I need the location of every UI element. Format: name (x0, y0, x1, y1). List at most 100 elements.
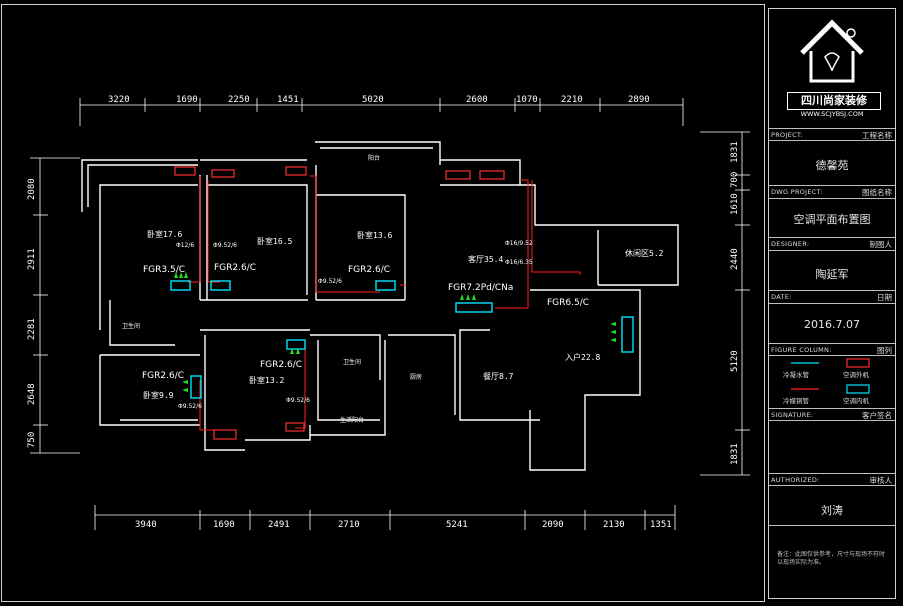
room-bedroom-1: 卧室17.6 (147, 229, 182, 239)
dim-left-4: 2648 (27, 383, 37, 405)
pipe-size-label: Φ16/6.35 (505, 259, 533, 266)
designer-header-cn: 制图人 (869, 240, 893, 249)
dim-bottom-6: 2090 (542, 520, 564, 530)
dim-top-3: 2250 (228, 95, 250, 105)
divider (769, 485, 895, 486)
divider (769, 525, 895, 526)
drawing-date: 2016.7.07 (804, 318, 860, 331)
designer-name: 陶延军 (815, 268, 849, 281)
outdoor-unit (285, 166, 307, 176)
dim-top-8: 2210 (561, 95, 583, 105)
indoor-units (170, 280, 634, 399)
authorized-name: 刘涛 (821, 504, 843, 517)
indoor-unit-fgr26b (375, 280, 396, 291)
signature-header-cn: 客户签名 (862, 411, 892, 420)
pipe-size-label: Φ9.52/6 (178, 403, 202, 410)
dim-top-7: 1070 (516, 95, 538, 105)
logo-text: 四川尚家装修 (787, 92, 881, 110)
indoor-unit-fgr65 (621, 316, 634, 353)
indoor-unit-icon (846, 384, 870, 394)
logo-url: WWW.SCJYBSJ.COM (800, 110, 864, 118)
divider (769, 420, 895, 421)
date-header: DATE: (771, 293, 792, 301)
dim-bottom-7: 2130 (603, 520, 625, 530)
dim-bottom-5: 5241 (446, 520, 468, 530)
dwg-header-cn: 图纸名称 (862, 188, 892, 197)
dim-top-4: 1451 (277, 95, 299, 105)
room-kitchen: 厨房 (410, 373, 422, 381)
divider (769, 408, 895, 409)
outdoor-unit-icon (846, 358, 870, 368)
outdoor-unit (479, 170, 505, 180)
divider (769, 343, 895, 344)
bottom-dimension-chain (94, 505, 676, 530)
dim-left-1: 2080 (27, 178, 37, 200)
legend-indoor: 空调内机 (843, 397, 869, 405)
divider (769, 355, 895, 356)
dim-bottom-8: 1351 (650, 520, 672, 530)
indoor-unit-fgr26c (286, 339, 306, 350)
room-bedroom-4: 卧室13.2 (249, 375, 284, 385)
legend-condensate: 冷凝水管 (783, 371, 809, 379)
dim-top-5: 5020 (362, 95, 384, 105)
dim-right-1: 1831 (730, 141, 740, 163)
label-fgr26c: FGR2.6/C (260, 360, 302, 370)
outdoor-unit (211, 169, 235, 178)
pipe-size-label: Φ9.52/6 (318, 278, 342, 285)
dim-right-2: 700 (730, 172, 740, 188)
dim-left-3: 2281 (27, 318, 37, 340)
dim-bottom-3: 2491 (268, 520, 290, 530)
pipe-size-label: Φ9.52/6 (213, 242, 237, 249)
dim-right-5: 5120 (730, 350, 740, 372)
indoor-unit-fgr72 (455, 302, 493, 313)
dim-right-3: 1610 (730, 193, 740, 215)
pipe-size-label: Φ16/9.52 (505, 240, 533, 247)
note-text: 备注：此图仅供参考，尺寸与现场不符时以现场实际为准。 (777, 551, 886, 566)
label-fgr35: FGR3.5/C (143, 265, 185, 275)
company-logo: 四川尚家装修 WWW.SCJYBSJ.COM (769, 9, 895, 127)
divider (769, 140, 895, 141)
dim-bottom-2: 1690 (213, 520, 235, 530)
drawing-border (1, 4, 765, 602)
room-bedroom-3: 卧室13.6 (357, 230, 392, 240)
dwg-header: DWG PROJECT: (771, 188, 823, 196)
divider (769, 290, 895, 291)
dim-bottom-1: 3940 (135, 520, 157, 530)
right-dimension-chain (700, 131, 750, 476)
room-living: 客厅35.4 (468, 254, 503, 264)
project-header: PROJECT: (771, 131, 803, 139)
divider (769, 250, 895, 251)
dim-left-5: 750 (27, 432, 37, 448)
title-block: 四川尚家装修 WWW.SCJYBSJ.COM PROJECT: 工程名称 德馨苑… (768, 8, 896, 599)
label-fgr26d: FGR2.6/C (142, 371, 184, 381)
house-logo-icon (800, 19, 864, 83)
refrigerant-pipes (188, 175, 581, 431)
divider (769, 303, 895, 304)
figure-header: FIGURE COLUMN: (771, 346, 832, 354)
dim-top-6: 2600 (466, 95, 488, 105)
dim-top-9: 2890 (628, 95, 650, 105)
divider (769, 198, 895, 199)
outdoor-units (174, 166, 505, 440)
airflow-arrows (174, 272, 616, 392)
legend-refrigerant: 冷媒铜管 (783, 397, 809, 405)
authorized-header-cn: 审核人 (869, 476, 893, 485)
signature-header: SIGNATURE: (771, 411, 814, 419)
pipe-size-label: Φ9.52/6 (286, 397, 310, 404)
room-bathroom-1: 卫生间 (122, 322, 140, 330)
divider (769, 237, 895, 238)
indoor-unit-fgr26d (190, 375, 202, 399)
left-dimension-chain (30, 157, 80, 454)
label-fgr26b: FGR2.6/C (348, 265, 390, 275)
label-fgr26a: FGR2.6/C (214, 263, 256, 273)
drawing-name: 空调平面布置图 (793, 213, 871, 226)
dim-left-2: 2911 (27, 248, 37, 270)
outdoor-unit (445, 170, 471, 180)
outdoor-unit (213, 429, 237, 440)
dim-top-2: 1690 (176, 95, 198, 105)
designer-header: DESIGNER: (771, 240, 810, 248)
room-dining: 餐厅8.7 (483, 372, 514, 381)
room-bathroom-2: 卫生间 (343, 358, 361, 366)
room-service-balcony: 生活阳台 (340, 416, 364, 424)
